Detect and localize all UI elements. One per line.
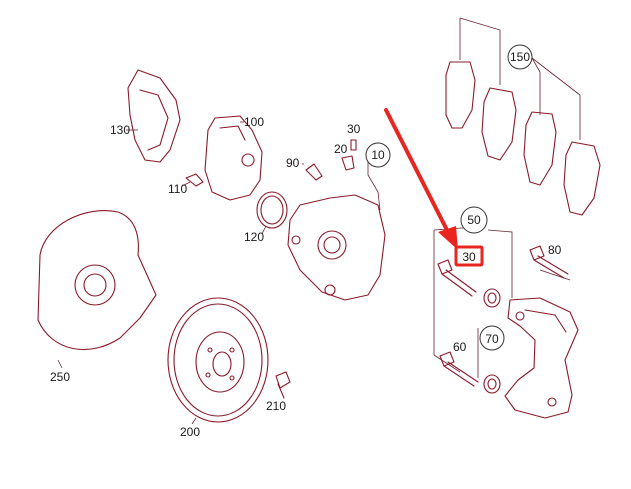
actuator-100: 100 (204, 115, 264, 201)
bolt-80: 80 (529, 243, 569, 279)
callout-150 (507, 44, 533, 70)
label-10: 10 (371, 148, 385, 162)
arrow-head-icon (438, 226, 458, 250)
dust-shield-250: 250 (37, 210, 157, 384)
label-80: 80 (548, 243, 562, 257)
label-200: 200 (180, 425, 200, 439)
label-60: 60 (453, 340, 467, 354)
callout-70 (479, 325, 505, 351)
brake-pads: 150 (445, 17, 601, 216)
seal-ring-120: 120 (244, 191, 288, 244)
bleeder-90: 90 (286, 156, 323, 181)
callout-10 (365, 142, 391, 168)
label-30: 30 (347, 122, 361, 136)
highlight-annotation: 30 (384, 108, 484, 267)
brake-disc-200: 200 (167, 297, 269, 439)
bolt-30-upper (437, 259, 501, 308)
label-90: 90 (286, 156, 300, 170)
label-highlighted: 30 (462, 250, 476, 264)
caliper-10: 10 (287, 142, 391, 301)
label-250: 250 (50, 370, 70, 384)
label-70: 70 (485, 332, 499, 346)
caliper-carrier-group: 50 70 (433, 206, 571, 378)
label-110: 110 (168, 182, 187, 196)
screw-210: 210 (266, 371, 291, 413)
label-100: 100 (244, 115, 264, 129)
label-120: 120 (244, 230, 264, 244)
highlight-box[interactable] (454, 245, 484, 267)
cap-20: 20 (334, 142, 355, 171)
callout-50 (460, 206, 488, 234)
label-50: 50 (467, 213, 481, 227)
label-210: 210 (266, 399, 286, 413)
bolt-110: 110 (168, 173, 204, 196)
label-20: 20 (334, 142, 348, 156)
carrier-bracket (504, 297, 579, 419)
sensor-bracket-130: 130 (110, 69, 181, 163)
pin-30: 30 (347, 122, 361, 151)
highlight-arrow (384, 108, 452, 238)
bolt-60: 60 (439, 340, 501, 394)
label-130: 130 (110, 123, 130, 137)
label-150: 150 (510, 50, 530, 64)
